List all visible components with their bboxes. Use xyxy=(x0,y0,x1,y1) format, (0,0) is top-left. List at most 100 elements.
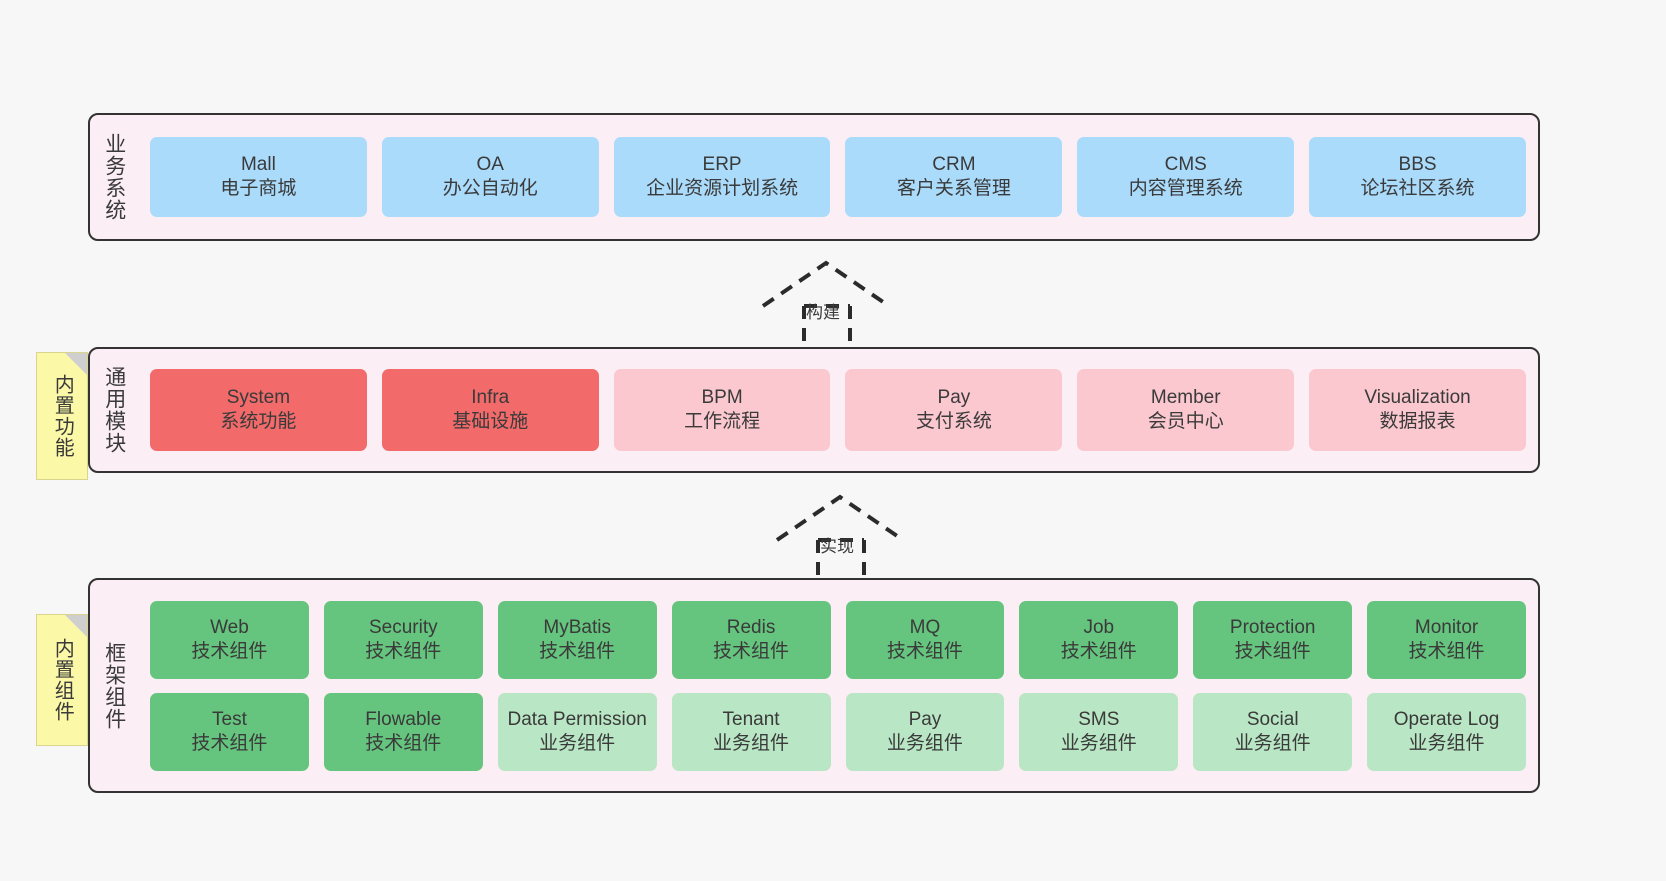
node-job[interactable]: Job 技术组件 xyxy=(1019,600,1179,679)
node-erp[interactable]: ERP 企业资源计划系统 xyxy=(613,137,831,217)
node-row: System 系统功能 Infra 基础设施 BPM 工作流程 Pay 支付系统… xyxy=(150,369,1526,451)
node-row: Test 技术组件 Flowable 技术组件 Data Permission … xyxy=(150,692,1526,771)
layer-title-framework-components: 框架组件 xyxy=(102,641,126,730)
node-title: Flowable xyxy=(365,708,442,730)
node-crm[interactable]: CRM 客户关系管理 xyxy=(845,137,1063,217)
node-monitor[interactable]: Monitor 技术组件 xyxy=(1367,600,1526,679)
node-pay[interactable]: Pay 支付系统 xyxy=(845,369,1063,451)
node-title: Pay xyxy=(908,708,942,730)
node-subtitle: 客户关系管理 xyxy=(896,178,1011,199)
node-title: Data Permission xyxy=(507,708,647,730)
node-subtitle: 业务组件 xyxy=(713,732,790,754)
node-title: Redis xyxy=(726,616,776,638)
node-subtitle: 业务组件 xyxy=(539,732,616,754)
node-sms[interactable]: SMS 业务组件 xyxy=(1019,692,1179,771)
node-subtitle: 技术组件 xyxy=(1408,640,1485,662)
connector-implement-label: 实现 xyxy=(820,537,854,556)
node-subtitle: 会员中心 xyxy=(1147,411,1224,432)
node-flowable[interactable]: Flowable 技术组件 xyxy=(323,692,483,771)
node-member[interactable]: Member 会员中心 xyxy=(1077,369,1295,451)
node-system[interactable]: System 系统功能 xyxy=(150,369,367,451)
node-oa[interactable]: OA 办公自动化 xyxy=(381,137,599,217)
node-title: BBS xyxy=(1398,154,1437,176)
node-subtitle: 技术组件 xyxy=(539,640,616,662)
node-title: Security xyxy=(368,616,438,638)
node-mall[interactable]: Mall 电子商城 xyxy=(150,137,367,217)
node-bpm[interactable]: BPM 工作流程 xyxy=(613,369,831,451)
node-subtitle: 技术组件 xyxy=(1234,640,1311,662)
node-cms[interactable]: CMS 内容管理系统 xyxy=(1077,137,1295,217)
connector-implement: 实现 xyxy=(772,492,922,582)
layer-business-systems: 业务系统 Mall 电子商城 OA 办公自动化 ERP 企业资源计划系统 CRM… xyxy=(88,113,1540,241)
node-title: Web xyxy=(210,616,249,638)
node-title: Tenant xyxy=(722,708,780,730)
layer-title-business-systems: 业务系统 xyxy=(102,133,126,221)
node-title: Member xyxy=(1150,387,1221,409)
node-subtitle: 业务组件 xyxy=(1234,732,1311,754)
layer-title-common-modules: 通用模块 xyxy=(102,366,126,454)
node-subtitle: 工作流程 xyxy=(684,411,761,432)
node-subtitle: 技术组件 xyxy=(365,640,442,662)
node-subtitle: 办公自动化 xyxy=(442,178,538,199)
node-subtitle: 技术组件 xyxy=(1060,640,1137,662)
node-subtitle: 技术组件 xyxy=(365,732,442,754)
node-subtitle: 技术组件 xyxy=(886,640,963,662)
node-mq[interactable]: MQ 技术组件 xyxy=(845,600,1005,679)
node-pay-component[interactable]: Pay 业务组件 xyxy=(845,692,1005,771)
node-title: Mall xyxy=(240,154,276,176)
node-title: SMS xyxy=(1078,708,1120,730)
layer-common-modules: 通用模块 System 系统功能 Infra 基础设施 BPM 工作流程 Pay… xyxy=(88,347,1540,473)
node-subtitle: 业务组件 xyxy=(1060,732,1137,754)
note-builtin-components: 内置组件 xyxy=(36,614,88,746)
node-title: Social xyxy=(1246,708,1299,730)
node-tenant[interactable]: Tenant 业务组件 xyxy=(671,692,831,771)
node-grid: Web 技术组件 Security 技术组件 MyBatis 技术组件 Redi… xyxy=(150,600,1526,771)
connector-build: 构建 xyxy=(758,258,908,348)
node-subtitle: 技术组件 xyxy=(713,640,790,662)
node-subtitle: 业务组件 xyxy=(886,732,963,754)
node-subtitle: 技术组件 xyxy=(191,640,268,662)
node-subtitle: 电子商城 xyxy=(220,178,297,199)
node-web[interactable]: Web 技术组件 xyxy=(150,600,309,679)
node-title: CRM xyxy=(932,154,976,176)
node-subtitle: 业务组件 xyxy=(1408,732,1485,754)
node-subtitle: 论坛社区系统 xyxy=(1360,178,1475,199)
node-title: Infra xyxy=(471,387,510,409)
note-builtin-functions: 内置功能 xyxy=(36,352,88,480)
node-operate-log[interactable]: Operate Log 业务组件 xyxy=(1367,692,1526,771)
node-infra[interactable]: Infra 基础设施 xyxy=(381,369,599,451)
node-title: Pay xyxy=(937,387,971,409)
node-subtitle: 基础设施 xyxy=(452,411,529,432)
node-subtitle: 企业资源计划系统 xyxy=(646,178,799,199)
node-test[interactable]: Test 技术组件 xyxy=(150,692,309,771)
node-subtitle: 支付系统 xyxy=(915,411,992,432)
node-subtitle: 数据报表 xyxy=(1379,411,1456,432)
node-data-permission[interactable]: Data Permission 业务组件 xyxy=(497,692,657,771)
node-mybatis[interactable]: MyBatis 技术组件 xyxy=(497,600,657,679)
node-title: Protection xyxy=(1229,616,1316,638)
node-bbs[interactable]: BBS 论坛社区系统 xyxy=(1309,137,1526,217)
layer-body-common-modules: System 系统功能 Infra 基础设施 BPM 工作流程 Pay 支付系统… xyxy=(138,349,1538,471)
node-row: Mall 电子商城 OA 办公自动化 ERP 企业资源计划系统 CRM 客户关系… xyxy=(150,137,1526,217)
note-label: 内置功能 xyxy=(51,374,74,458)
node-title: CMS xyxy=(1164,154,1207,176)
node-security[interactable]: Security 技术组件 xyxy=(323,600,483,679)
layer-framework-components: 框架组件 Web 技术组件 Security 技术组件 MyBatis 技术组件 xyxy=(88,578,1540,793)
node-title: Visualization xyxy=(1364,387,1471,409)
node-redis[interactable]: Redis 技术组件 xyxy=(671,600,831,679)
layer-body-framework-components: Web 技术组件 Security 技术组件 MyBatis 技术组件 Redi… xyxy=(138,580,1538,791)
node-subtitle: 技术组件 xyxy=(191,732,268,754)
note-label: 内置组件 xyxy=(51,638,74,722)
node-visualization[interactable]: Visualization 数据报表 xyxy=(1309,369,1526,451)
node-title: Operate Log xyxy=(1393,708,1500,730)
node-title: BPM xyxy=(701,387,743,409)
node-title: System xyxy=(226,387,291,409)
node-title: Test xyxy=(212,708,247,730)
node-title: ERP xyxy=(702,154,742,176)
node-protection[interactable]: Protection 技术组件 xyxy=(1193,600,1353,679)
node-title: Monitor xyxy=(1414,616,1479,638)
node-social[interactable]: Social 业务组件 xyxy=(1193,692,1353,771)
node-title: Job xyxy=(1083,616,1115,638)
node-subtitle: 内容管理系统 xyxy=(1128,178,1243,199)
